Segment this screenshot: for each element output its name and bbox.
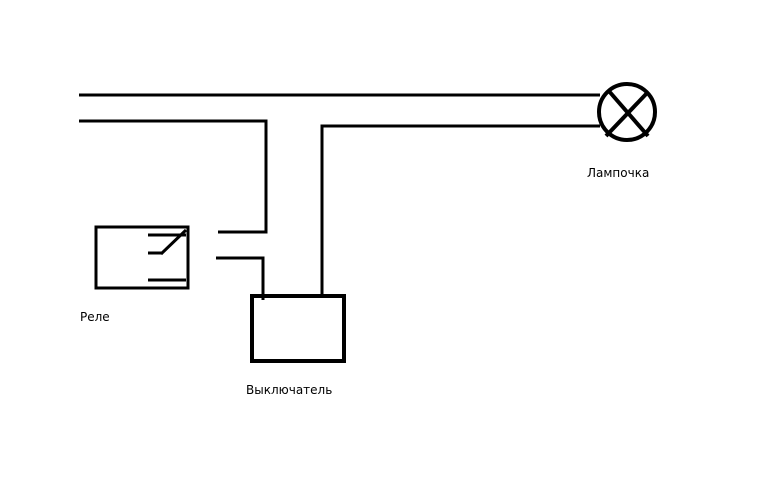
switch-label: Выключатель bbox=[246, 383, 333, 397]
wire-relay-to-switch bbox=[216, 256, 265, 300]
wire-switch-to-lamp bbox=[320, 124, 600, 296]
lamp-label: Лампочка bbox=[587, 166, 650, 180]
lamp-icon bbox=[597, 82, 657, 142]
relay-icon bbox=[94, 225, 190, 290]
wire-to-relay-upper bbox=[79, 119, 268, 234]
relay-label: Реле bbox=[80, 310, 110, 324]
switch-icon bbox=[250, 294, 346, 363]
